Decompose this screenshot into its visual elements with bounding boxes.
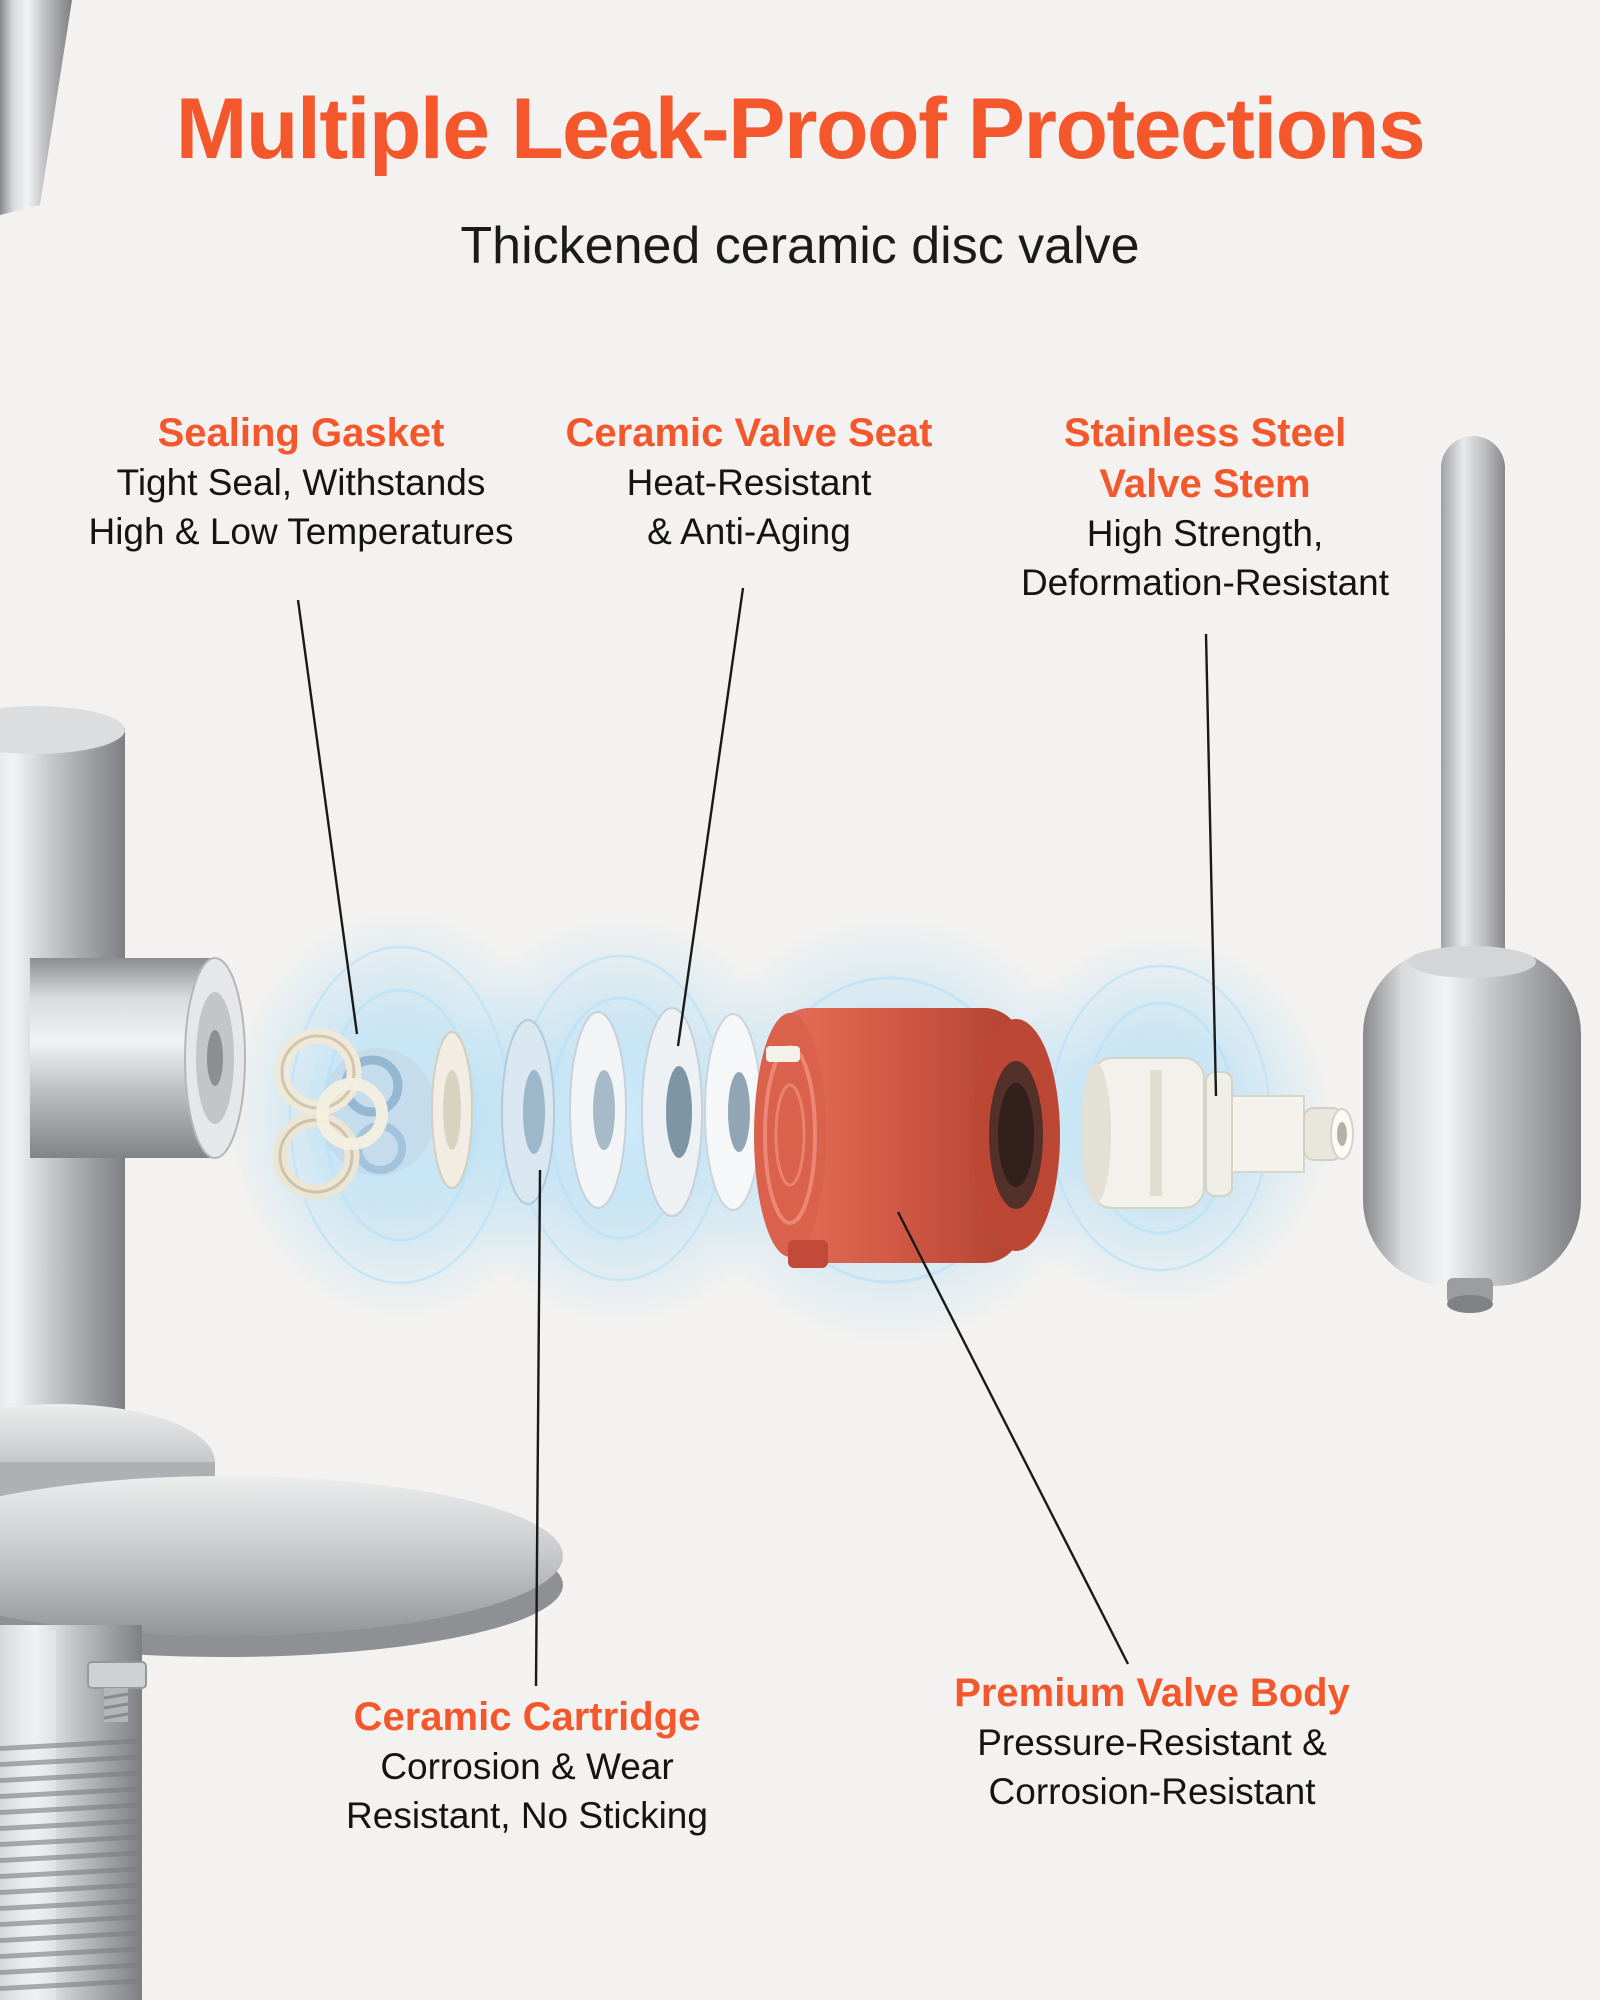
leader-line-valve-stem bbox=[1204, 633, 1218, 1097]
callout-ceramic-valve-seat: Ceramic Valve Seat Heat-Resistant & Anti… bbox=[566, 408, 933, 557]
callout-title: Stainless Steel bbox=[1063, 411, 1347, 455]
faucet-body-image bbox=[0, 0, 246, 1503]
callout-text-line: Pressure-Resistant & bbox=[977, 1722, 1327, 1764]
page-subtitle: Thickened ceramic disc valve bbox=[460, 217, 1140, 275]
leader-line-sealing-gasket bbox=[296, 599, 359, 1035]
ceramic-valve-seat-part-image bbox=[641, 1007, 762, 1217]
callout-title: Valve Stem bbox=[1099, 462, 1311, 507]
leader-line-ceramic-cartridge bbox=[534, 1169, 542, 1687]
shank-threads bbox=[0, 1738, 141, 1991]
callout-text-line: High Strength, bbox=[1086, 513, 1324, 555]
leader-line-ceramic-valve-seat bbox=[676, 587, 745, 1047]
valve-stem-part-image bbox=[1205, 1071, 1354, 1197]
leader-lines bbox=[296, 587, 1218, 1687]
callout-title: Ceramic Valve Seat bbox=[565, 411, 933, 455]
leader-line-valve-body bbox=[896, 1211, 1130, 1665]
deck-plate-image bbox=[0, 1404, 563, 1657]
callout-sealing-gasket: Sealing Gasket Tight Seal, Withstands Hi… bbox=[88, 408, 513, 557]
callout-text-line: Tight Seal, Withstands bbox=[116, 462, 486, 504]
mounting-screw-image bbox=[87, 1661, 147, 1722]
handle-lever-rod-image bbox=[1441, 436, 1505, 996]
handle-hub-image bbox=[1363, 948, 1581, 1286]
callout-text-line: Resistant, No Sticking bbox=[346, 1795, 708, 1837]
callout-text-line: & Anti-Aging bbox=[647, 511, 851, 553]
callout-title: Sealing Gasket bbox=[157, 411, 445, 455]
callout-ceramic-cartridge: Ceramic Cartridge Corrosion & Wear Resis… bbox=[346, 1692, 708, 1841]
callout-stainless-steel-valve-stem: Stainless Steel Valve Stem High Strength… bbox=[1021, 408, 1389, 608]
callout-text-line: Heat-Resistant bbox=[626, 462, 872, 504]
callout-text-line: High & Low Temperatures bbox=[88, 511, 514, 553]
callout-text-line: Corrosion-Resistant bbox=[988, 1771, 1316, 1813]
callout-text-line: Corrosion & Wear bbox=[380, 1746, 674, 1788]
faucet-handle-image bbox=[1363, 436, 1581, 1313]
page-title: Multiple Leak-Proof Protections bbox=[175, 81, 1426, 177]
valve-body-part-image bbox=[754, 1008, 1060, 1268]
cartridge-housing-part-image bbox=[1081, 1057, 1205, 1209]
callout-title: Ceramic Cartridge bbox=[353, 1695, 701, 1739]
callout-title: Premium Valve Body bbox=[954, 1671, 1350, 1715]
faucet-spout-fragment-image bbox=[0, 0, 72, 215]
callout-text-line: Deformation-Resistant bbox=[1020, 562, 1390, 604]
callout-premium-valve-body: Premium Valve Body Pressure-Resistant & … bbox=[954, 1668, 1350, 1817]
sealing-gasket-part-image bbox=[272, 1028, 473, 1200]
ceramic-cartridge-discs-part-image bbox=[501, 1011, 627, 1209]
threaded-shank-image bbox=[0, 1625, 147, 2000]
